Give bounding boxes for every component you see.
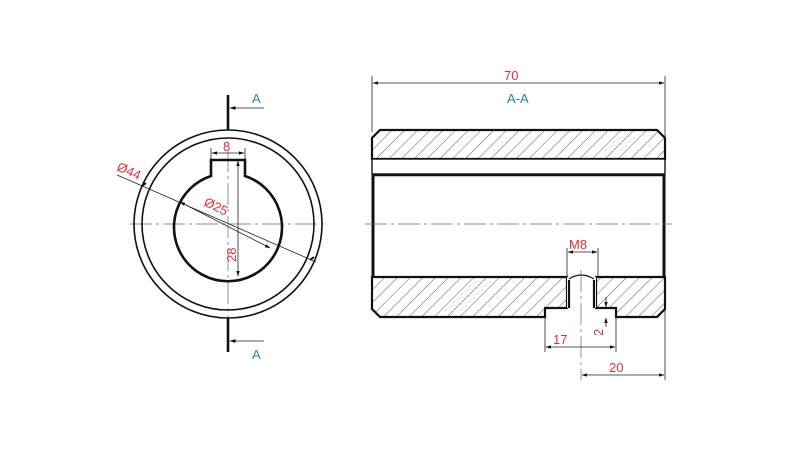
chamfer-circle (141, 137, 315, 311)
section-marker-top: A (252, 91, 261, 106)
overall-length-label: 70 (504, 68, 518, 83)
front-view: A A Ø44 Ø25 8 28 (115, 91, 328, 362)
threaded-hole (567, 277, 596, 308)
bore-with-keyway (172, 158, 284, 283)
thread-label: M8 (569, 237, 587, 252)
bottom-wall-right-section (594, 275, 667, 319)
hole-position-label: 20 (609, 360, 623, 375)
bottom-wall-left-section (370, 275, 569, 319)
keyway-width-label: 8 (223, 139, 230, 154)
diameter-44-leader (116, 174, 317, 263)
diameter-44-tick-b (309, 256, 315, 261)
keyway-depth-label: 28 (224, 248, 239, 262)
section-title: A-A (507, 91, 529, 106)
diameter-44-label: Ø44 (115, 159, 144, 183)
section-view: 70 A-A M8 17 2 (365, 68, 672, 380)
section-marker-bottom: A (252, 347, 261, 362)
counterbore-width-label: 17 (553, 332, 567, 347)
diameter-25-dimension (179, 201, 271, 249)
diameter-44-tick-a (141, 182, 147, 187)
keyway-band (371, 158, 666, 175)
counterbore-depth-label: 2 (591, 329, 606, 336)
top-wall-section (370, 128, 667, 161)
